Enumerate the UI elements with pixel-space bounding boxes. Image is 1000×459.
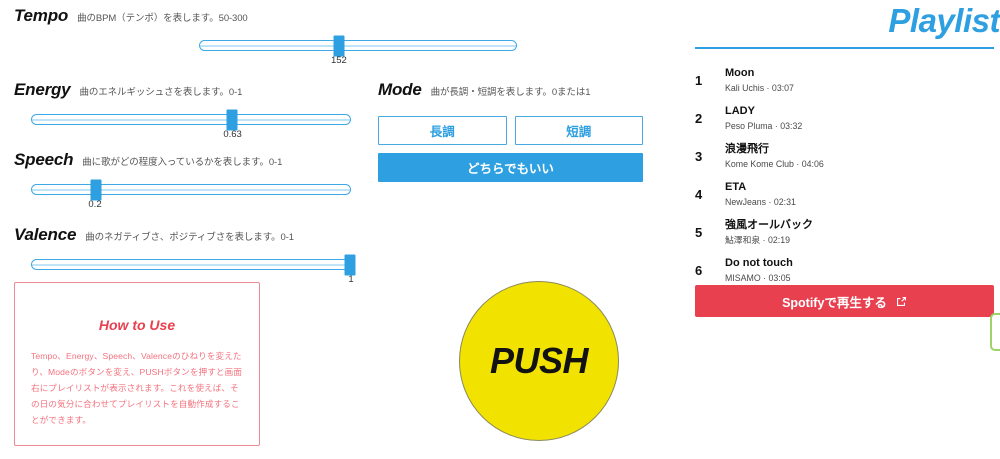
track-number: 4 <box>695 186 703 202</box>
track-info: LADY Peso Pluma · 03:32 <box>725 104 802 133</box>
track-number: 5 <box>695 224 703 240</box>
track-number: 6 <box>695 262 703 278</box>
tempo-slider-thumb[interactable] <box>333 35 345 56</box>
spotify-play-button-label: Spotifyで再生する <box>782 295 887 310</box>
track-meta: Kome Kome Club · 04:06 <box>725 158 824 169</box>
track-meta: NewJeans · 02:31 <box>725 196 796 207</box>
control-valence: Valence 曲のネガティブさ、ポジティブさを表します。0-1 1 <box>14 225 374 285</box>
energy-title: Energy <box>14 80 71 99</box>
track-meta: Peso Pluma · 03:32 <box>725 120 803 131</box>
spotify-play-button[interactable]: Spotifyで再生する <box>695 285 994 317</box>
external-link-icon <box>896 296 907 307</box>
playlist-divider <box>695 47 994 49</box>
green-side-panel[interactable] <box>990 313 1000 351</box>
control-speech: Speech 曲に歌がどの程度入っているかを表します。0-1 0.2 <box>14 150 374 210</box>
track-name: ETA <box>725 180 747 193</box>
track-meta: MISAMO · 03:05 <box>725 272 791 283</box>
track-row[interactable]: 2 LADY Peso Pluma · 03:32 <box>695 99 1000 137</box>
energy-description: 曲のエネルギッシュさを表します。0-1 <box>79 87 243 98</box>
track-row[interactable]: 4 ETA NewJeans · 02:31 <box>695 175 1000 213</box>
speech-description: 曲に歌がどの程度入っているかを表します。0-1 <box>82 157 283 168</box>
speech-title: Speech <box>14 150 74 169</box>
track-row[interactable]: 1 Moon Kali Uchis · 03:07 <box>695 61 1000 99</box>
track-info: Do not touch MISAMO · 03:05 <box>725 256 793 285</box>
speech-track-line <box>32 189 350 190</box>
how-to-use-panel: How to Use Tempo、Energy、Speech、Valenceのひ… <box>14 282 260 446</box>
tempo-title: Tempo <box>14 6 69 25</box>
valence-track-line <box>32 264 350 265</box>
valence-description: 曲のネガティブさ、ポジティブさを表します。0-1 <box>85 232 294 243</box>
track-meta: 鮎澤和泉 · 02:19 <box>725 234 791 245</box>
track-row[interactable]: 3 浪漫飛行 Kome Kome Club · 04:06 <box>695 137 1000 175</box>
how-to-use-body: Tempo、Energy、Speech、Valenceのひねりを変えたり、Mod… <box>31 351 243 425</box>
speech-header: Speech 曲に歌がどの程度入っているかを表します。0-1 <box>14 150 374 170</box>
track-number: 3 <box>695 148 703 164</box>
valence-slider-track[interactable] <box>31 254 356 275</box>
mode-button-row: 長調 短調 <box>378 116 643 145</box>
mode-description: 曲が長調・短調を表します。0または1 <box>430 87 591 98</box>
track-row[interactable]: 6 Do not touch MISAMO · 03:05 <box>695 251 1000 289</box>
tempo-slider[interactable]: 152 <box>199 35 517 66</box>
controls-panel: Tempo 曲のBPM（テンポ）を表します。50-300 152 Energy … <box>14 6 643 446</box>
track-name: Do not touch <box>725 256 793 269</box>
speech-slider-thumb[interactable] <box>90 179 102 200</box>
track-info: ETA NewJeans · 02:31 <box>725 180 796 209</box>
control-tempo: Tempo 曲のBPM（テンポ）を表します。50-300 152 <box>14 6 544 66</box>
push-button[interactable]: PUSH <box>459 281 619 441</box>
valence-slider-thumb[interactable] <box>344 254 356 275</box>
tempo-value: 152 <box>330 55 347 66</box>
tempo-header: Tempo 曲のBPM（テンポ）を表します。50-300 <box>14 6 544 26</box>
track-info: 浪漫飛行 Kome Kome Club · 04:06 <box>725 142 824 171</box>
how-to-use-title: How to Use <box>98 317 176 333</box>
track-name: 浪漫飛行 <box>725 142 769 155</box>
playlist-title: Playlist <box>888 2 1000 39</box>
push-button-label: PUSH <box>489 340 589 381</box>
mode-major-button[interactable]: 長調 <box>378 116 507 145</box>
energy-slider-thumb[interactable] <box>226 109 238 130</box>
valence-header: Valence 曲のネガティブさ、ポジティブさを表します。0-1 <box>14 225 374 245</box>
track-row[interactable]: 5 強風オールバック 鮎澤和泉 · 02:19 <box>695 213 1000 251</box>
tempo-slider-track[interactable] <box>199 35 517 56</box>
mode-title: Mode <box>378 80 422 99</box>
speech-slider-track[interactable] <box>31 179 351 200</box>
valence-title: Valence <box>14 225 77 244</box>
track-meta: Kali Uchis · 03:07 <box>725 82 794 93</box>
energy-slider[interactable]: 0.63 <box>31 109 351 140</box>
speech-slider[interactable]: 0.2 <box>31 179 351 210</box>
track-info: Moon Kali Uchis · 03:07 <box>725 66 794 95</box>
mode-either-button[interactable]: どちらでもいい <box>378 153 643 182</box>
tempo-description: 曲のBPM（テンポ）を表します。50-300 <box>77 13 248 24</box>
valence-slider[interactable]: 1 <box>31 254 356 285</box>
tempo-track-line <box>200 45 516 46</box>
mode-minor-button[interactable]: 短調 <box>514 116 643 145</box>
energy-header: Energy 曲のエネルギッシュさを表します。0-1 <box>14 80 374 100</box>
energy-slider-track[interactable] <box>31 109 351 130</box>
control-mode: Mode 曲が長調・短調を表します。0または1 長調 短調 どちらでもいい <box>378 80 643 182</box>
control-energy: Energy 曲のエネルギッシュさを表します。0-1 0.63 <box>14 80 374 140</box>
track-name: LADY <box>725 104 755 117</box>
energy-value: 0.63 <box>223 129 242 140</box>
speech-value: 0.2 <box>88 199 102 210</box>
playlist-panel: Playlist 1 Moon Kali Uchis · 03:07 2 LAD… <box>695 0 1000 459</box>
track-name: Moon <box>725 66 755 79</box>
track-number: 1 <box>695 72 703 88</box>
mode-header: Mode 曲が長調・短調を表します。0または1 <box>378 80 643 100</box>
track-info: 強風オールバック 鮎澤和泉 · 02:19 <box>725 218 813 247</box>
playlist-track-list: 1 Moon Kali Uchis · 03:07 2 LADY Peso Pl… <box>695 61 1000 289</box>
track-number: 2 <box>695 110 703 126</box>
track-name: 強風オールバック <box>725 218 813 231</box>
valence-value: 1 <box>348 274 354 285</box>
energy-track-line <box>32 119 350 120</box>
